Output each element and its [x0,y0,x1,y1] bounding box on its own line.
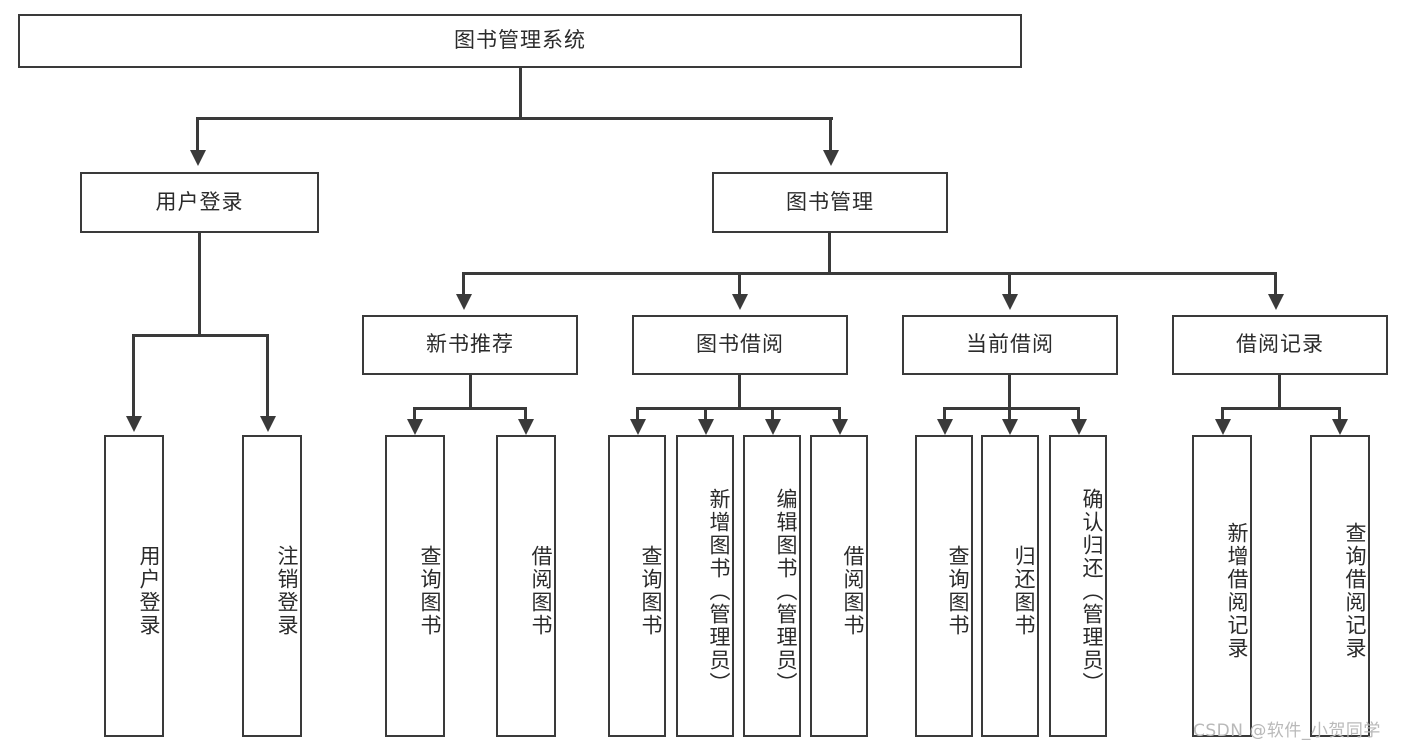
arrow-book-mgmt-to-l2-0 [456,294,472,310]
edge-user-login-stem [198,233,201,336]
edge-book-borrow-to-leaf-1 [704,407,707,422]
edge-borrow-record-bar [1221,407,1341,410]
arrow-book-mgmt-to-l2-3 [1268,294,1284,310]
edge-book-borrow-bar [636,407,841,410]
node-label: 图书借阅 [696,332,784,357]
leaf-book-borrow-2[interactable]: 编辑图书（管理员） [743,435,801,737]
node-new-book-recommend[interactable]: 新书推荐 [362,315,578,375]
node-current-borrow[interactable]: 当前借阅 [902,315,1118,375]
node-book-management[interactable]: 图书管理 [712,172,948,233]
leaf-borrow-record-1[interactable]: 查询借阅记录 [1310,435,1370,737]
edge-current-borrow-to-leaf-2 [1077,407,1080,422]
leaf-user-login-1[interactable]: 注销登录 [242,435,302,737]
edge-root-stem [519,68,522,119]
leaf-current-borrow-2[interactable]: 确认归还（管理员） [1049,435,1107,737]
arrow-new-book-to-leaf-1 [518,419,534,435]
edge-root-to-user-login [196,117,199,153]
node-label: 查询图书 [946,545,970,637]
arrow-current-borrow-to-leaf-1 [1002,419,1018,435]
arrow-book-mgmt-to-l2-1 [732,294,748,310]
edge-current-borrow-to-leaf-1 [1008,407,1011,422]
node-label: 新增借阅记录 [1225,522,1249,660]
leaf-borrow-record-0[interactable]: 新增借阅记录 [1192,435,1252,737]
node-label: 查询图书 [418,545,442,637]
edge-book-mgmt-to-l2-1 [738,272,741,297]
edge-book-borrow-to-leaf-3 [838,407,841,422]
node-label: 图书管理 [786,189,874,214]
edge-user-login-to-leaf-1 [266,334,269,419]
edge-current-borrow-to-leaf-0 [943,407,946,422]
edge-current-borrow-stem [1008,375,1011,410]
edge-new-book-to-leaf-0 [413,407,416,422]
edge-user-login-to-leaf-0 [132,334,135,419]
node-user-login[interactable]: 用户登录 [80,172,319,233]
node-label: 用户登录 [137,545,161,637]
edge-book-borrow-stem [738,375,741,410]
edge-root-bar [196,117,833,120]
leaf-new-book-recommend-0[interactable]: 查询图书 [385,435,445,737]
arrow-new-book-to-leaf-0 [407,419,423,435]
edge-borrow-record-stem [1278,375,1281,410]
arrow-book-borrow-to-leaf-1 [698,419,714,435]
leaf-book-borrow-0[interactable]: 查询图书 [608,435,666,737]
arrow-user-login-to-leaf-1 [260,416,276,432]
node-label: 注销登录 [275,545,299,637]
leaf-current-borrow-1[interactable]: 归还图书 [981,435,1039,737]
node-label: 当前借阅 [966,332,1054,357]
node-label: 借阅记录 [1236,332,1324,357]
node-label: 用户登录 [155,189,244,214]
arrow-root-to-user-login [190,150,206,166]
node-label: 查询借阅记录 [1343,522,1367,660]
node-label: 图书管理系统 [454,28,586,53]
node-book-borrow[interactable]: 图书借阅 [632,315,848,375]
edge-borrow-record-to-leaf-0 [1221,407,1224,422]
node-label: 新增图书（管理员） [707,487,731,695]
node-label: 编辑图书（管理员） [774,487,798,695]
arrow-current-borrow-to-leaf-0 [937,419,953,435]
edge-new-book-to-leaf-1 [524,407,527,422]
edge-new-book-bar [413,407,527,410]
leaf-user-login-0[interactable]: 用户登录 [104,435,164,737]
node-label: 借阅图书 [841,545,865,637]
edge-book-mgmt-bar [462,272,1277,275]
arrow-root-to-book-mgmt [823,150,839,166]
arrow-book-borrow-to-leaf-2 [765,419,781,435]
node-label: 查询图书 [639,545,663,637]
edge-user-login-bar [132,334,269,337]
node-label: 归还图书 [1012,545,1036,637]
arrow-book-mgmt-to-l2-2 [1002,294,1018,310]
arrow-borrow-record-to-leaf-1 [1332,419,1348,435]
edge-borrow-record-to-leaf-1 [1338,407,1341,422]
arrow-book-borrow-to-leaf-3 [832,419,848,435]
arrow-user-login-to-leaf-0 [126,416,142,432]
node-label: 借阅图书 [529,545,553,637]
edge-book-mgmt-stem [828,233,831,274]
arrow-borrow-record-to-leaf-0 [1215,419,1231,435]
csdn-watermark: CSDN @软件_小贺同学 [1193,721,1381,741]
node-label: 新书推荐 [426,332,514,357]
node-root-system[interactable]: 图书管理系统 [18,14,1022,68]
leaf-new-book-recommend-1[interactable]: 借阅图书 [496,435,556,737]
arrow-current-borrow-to-leaf-2 [1071,419,1087,435]
edge-book-mgmt-to-l2-3 [1274,272,1277,297]
node-borrow-record[interactable]: 借阅记录 [1172,315,1388,375]
edge-book-borrow-to-leaf-2 [771,407,774,422]
edge-root-to-book-mgmt [829,117,832,153]
edge-book-mgmt-to-l2-2 [1008,272,1011,297]
edge-book-borrow-to-leaf-0 [636,407,639,422]
edge-current-borrow-bar [943,407,1080,410]
edge-book-mgmt-to-l2-0 [462,272,465,297]
leaf-current-borrow-0[interactable]: 查询图书 [915,435,973,737]
leaf-book-borrow-1[interactable]: 新增图书（管理员） [676,435,734,737]
edge-new-book-stem [469,375,472,410]
arrow-book-borrow-to-leaf-0 [630,419,646,435]
leaf-book-borrow-3[interactable]: 借阅图书 [810,435,868,737]
node-label: 确认归还（管理员） [1080,487,1104,695]
